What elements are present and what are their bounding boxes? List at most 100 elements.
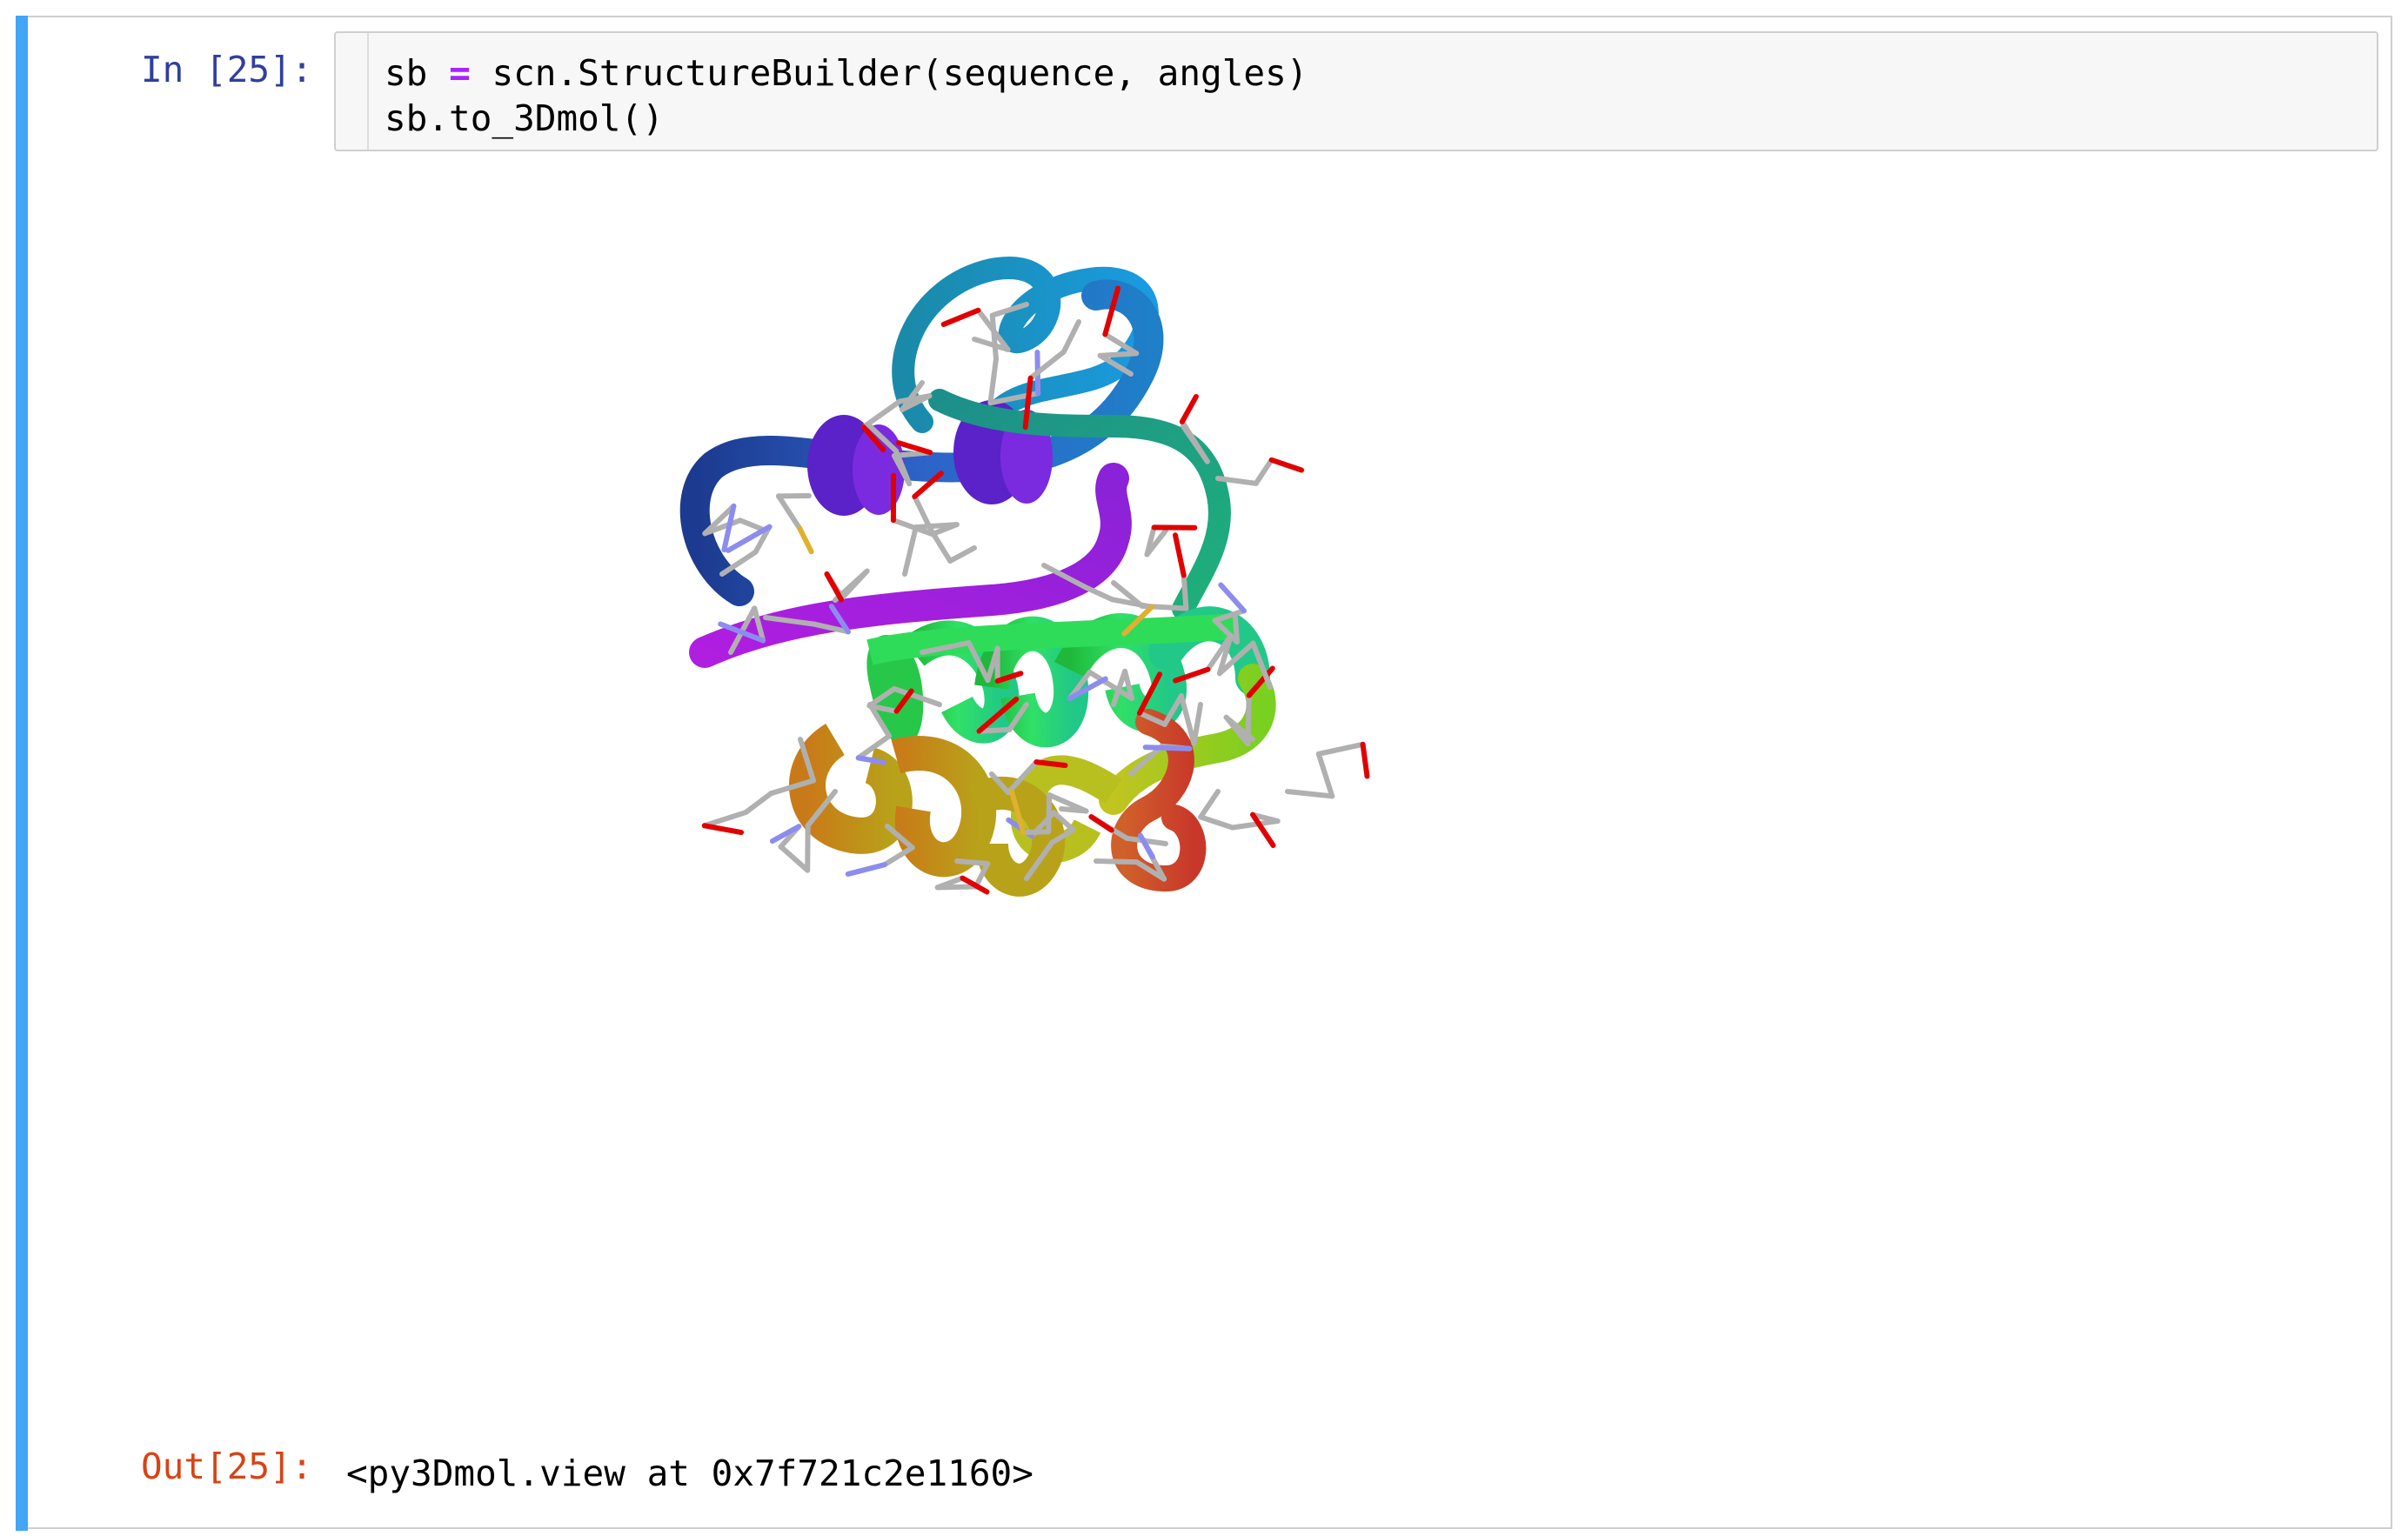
side-chain-bond (1253, 457, 1274, 486)
side-chain-bond (1215, 476, 1259, 486)
side-chain-bond (912, 493, 933, 532)
side-chain-bond (989, 771, 1011, 796)
side-chain-bond (743, 791, 774, 816)
side-chain-bond (1097, 352, 1134, 377)
side-chain-bond (1223, 714, 1251, 747)
side-chain-bond (890, 518, 935, 538)
side-chain-bond (1142, 745, 1193, 751)
ribbon-lime-strand (1099, 664, 1276, 815)
side-chain-bond (1060, 319, 1081, 355)
side-chain-bond (719, 549, 759, 577)
side-chain-bond (960, 875, 990, 895)
side-chain-bond (839, 568, 870, 601)
output-prompt: Out[25]: (141, 1446, 313, 1487)
side-chain-bond (1102, 285, 1121, 337)
side-chain-bond (885, 824, 915, 851)
side-chain-bond (972, 337, 1011, 352)
side-chain-bond (775, 493, 803, 531)
side-chain-bond (1198, 789, 1221, 820)
side-chain-bond (718, 621, 766, 644)
side-chain-bond (798, 737, 816, 784)
side-chain-bond (1285, 789, 1335, 799)
ribbon-blue-strand (679, 279, 1164, 606)
side-chain-bond (1268, 457, 1305, 473)
side-chain-bond (895, 440, 933, 456)
side-chain-bond (860, 398, 903, 431)
side-chain-bond (1179, 418, 1210, 464)
ribbon-green-helix (866, 606, 1270, 748)
side-chain-bond (1212, 608, 1247, 624)
side-chain-bond (1218, 582, 1247, 614)
side-chain-bond (902, 524, 919, 577)
side-chain-bond (701, 810, 749, 829)
side-chain-bond (1173, 532, 1187, 578)
code-text[interactable]: sb = scn.StructureBuilder(sequence, angl… (385, 50, 1308, 141)
side-chain-bond (1181, 572, 1189, 611)
side-chain-bond (994, 671, 1024, 684)
notebook-cell[interactable]: In [25]: sb = scn.StructureBuilder(seque… (16, 16, 2392, 1531)
side-chain-bond (1137, 832, 1155, 860)
side-chain-bond (989, 302, 1029, 318)
side-chain-bond (973, 860, 991, 890)
side-chain-bond (976, 726, 1013, 734)
side-chain-bond (1122, 668, 1134, 701)
side-chain-bond (1315, 751, 1335, 799)
side-chain-bond (726, 524, 773, 553)
side-chain-bond (954, 858, 991, 866)
side-chain-bond (1022, 375, 1033, 431)
side-chain-bond (1088, 814, 1114, 833)
side-chain-bond (940, 307, 981, 327)
side-chain-bond (763, 615, 818, 627)
code-operator: = (449, 52, 471, 94)
output-text: <py3Dmol.view at 0x7f721c2e1160> (346, 1453, 1033, 1494)
side-chain-bond (769, 824, 802, 845)
side-chain-bond (1136, 671, 1163, 716)
side-chain-bond (812, 621, 851, 635)
side-chain-bond (1250, 640, 1273, 690)
side-chain-bond (1128, 743, 1165, 777)
side-chain-bond (721, 503, 737, 553)
code-call: scn.StructureBuilder(sequence, angles) (492, 52, 1308, 94)
code-line-2: sb.to_3Dmol() (385, 97, 664, 139)
py3dmol-viewer[interactable] (505, 165, 1775, 1400)
side-chain-bond (845, 862, 887, 877)
side-chain-bond (1315, 741, 1366, 757)
side-chain-bond (1005, 759, 1040, 796)
ribbon-cyan-loop (892, 257, 1159, 433)
input-prompt: In [25]: (141, 49, 313, 90)
side-chain-bond (989, 312, 999, 362)
side-chain-bond (701, 823, 745, 836)
side-chain-bond (805, 789, 838, 829)
side-chain-bond (752, 605, 766, 644)
side-chain-bond (1173, 666, 1211, 684)
side-chain-bond (1216, 640, 1256, 677)
side-chain-bond (892, 685, 942, 707)
side-chain-bond (866, 703, 900, 714)
side-chain-bond (1233, 615, 1241, 645)
code-editor[interactable]: sb = scn.StructureBuilder(sequence, angl… (334, 31, 2378, 151)
side-chain-bond (1136, 710, 1167, 727)
side-chain-bond (1024, 839, 1055, 881)
side-chain-sticks (701, 285, 1370, 895)
cell-selected-bar (16, 16, 28, 1531)
side-chain-bond (867, 702, 893, 739)
side-chain-bond (1007, 702, 1029, 732)
side-chain-bond (867, 424, 899, 454)
side-chain-bond (1109, 597, 1154, 610)
side-chain-bond (1047, 791, 1089, 814)
side-chain-bond (860, 424, 886, 453)
side-chain-bond (1121, 604, 1154, 637)
side-chain-bond (1087, 669, 1134, 701)
side-chain-bond (897, 393, 933, 404)
side-chain-bond (1229, 818, 1281, 831)
side-chain-bond (1360, 741, 1370, 779)
side-chain-bond (855, 755, 887, 765)
code-line-1: sb = scn.StructureBuilder(sequence, angl… (385, 50, 1308, 96)
side-chain-bond (1102, 331, 1140, 357)
side-chain-bond (855, 733, 893, 761)
side-chain-bond (987, 356, 999, 406)
side-chain-bond (1041, 563, 1089, 591)
side-chain-bond (1134, 859, 1167, 882)
side-chain-bond (966, 640, 991, 684)
side-chain-bond (881, 845, 915, 868)
